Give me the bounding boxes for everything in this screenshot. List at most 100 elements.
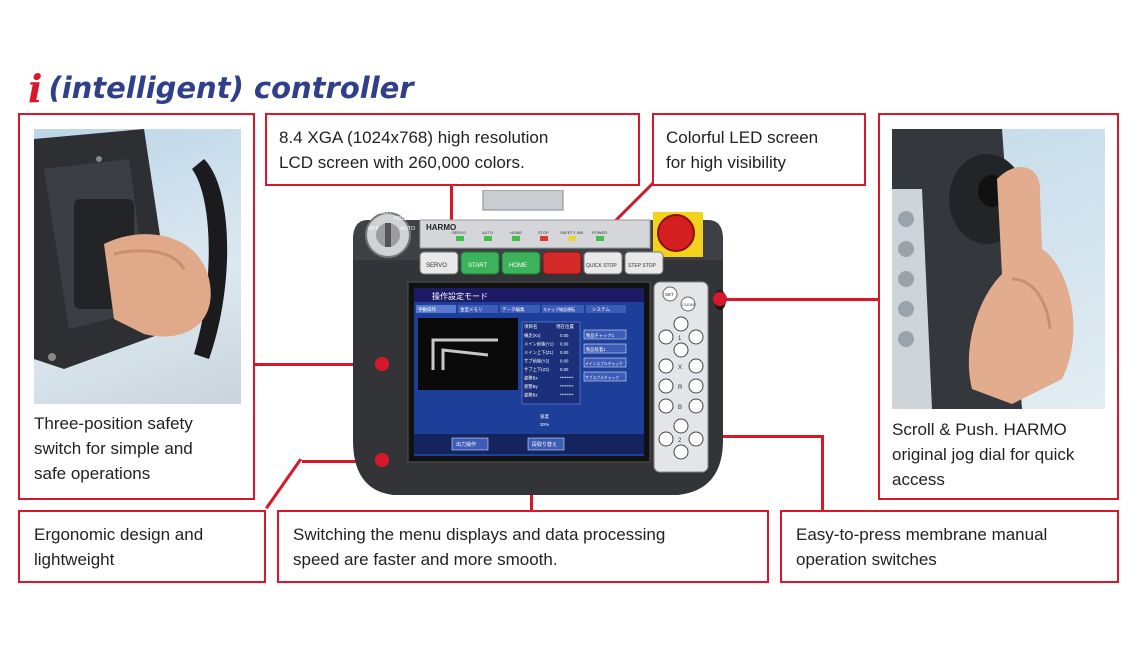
- lcd-side-button-4[interactable]: [583, 371, 627, 382]
- setup-change-button[interactable]: [527, 437, 565, 451]
- table-cell-name: 姿勢Bx: [524, 375, 538, 382]
- table-cell-value: ********: [560, 384, 574, 389]
- lcd-screen-title: 操作設定モード: [432, 291, 488, 301]
- servo-button[interactable]: [419, 251, 459, 275]
- callout-lcd-line2: LCD screen with 260,000 colors.: [279, 153, 525, 172]
- emergency-stop-button[interactable]: [657, 214, 695, 252]
- jog-dial-marker: [713, 292, 727, 306]
- callout-jog-line3: access: [892, 470, 945, 489]
- home-button-label: HOME: [509, 263, 527, 269]
- speed-value: 30%: [540, 422, 549, 427]
- table-cell-value: 0.00: [560, 367, 569, 372]
- function-buttons: SERVO START HOME QUICK STOP STEP STOP: [419, 251, 664, 275]
- lcd-side-button-4-label: サブスプルチャック: [585, 375, 619, 380]
- table-cell-value: 0.00: [560, 333, 569, 338]
- led-label-servo: SERVO: [452, 230, 466, 235]
- table-cell-name: 姿勢By: [524, 383, 538, 390]
- page-title-text: (intelligent) controller: [48, 71, 414, 105]
- step-stop-button-label: STEP STOP: [628, 263, 657, 269]
- set-button-label: SET: [665, 292, 674, 297]
- ergonomic-marker: [375, 453, 389, 467]
- lcd-side-button-1-label: 製品チャック1: [586, 332, 615, 339]
- lcd-tab-mold[interactable]: [458, 305, 498, 313]
- servo-button-label: SERVO: [426, 263, 447, 269]
- output-operation-button[interactable]: [451, 437, 489, 451]
- jog-dial-photo: [892, 129, 1105, 409]
- x-minus-button[interactable]: [658, 358, 674, 374]
- axis2-right-button[interactable]: [688, 431, 704, 447]
- lcd-tab-mold-label: 金型メモリ: [460, 306, 483, 312]
- lcd-side-button-2[interactable]: [583, 343, 627, 354]
- membrane-pad: [653, 281, 709, 473]
- lcd-tab-system-label: システム: [592, 307, 610, 313]
- key-label-robot: ROBOT: [372, 210, 392, 216]
- connector-membrane-v: [821, 435, 824, 512]
- table-cell-name: 姿勢Bz: [524, 392, 538, 399]
- stop-button[interactable]: [542, 251, 582, 275]
- r-plus-button[interactable]: [688, 378, 704, 394]
- lcd-tab-data-label: データ編集: [502, 306, 525, 313]
- lcd-tab-step[interactable]: [542, 305, 584, 313]
- table-header-name: 項目名: [524, 323, 538, 330]
- axis2-down-button[interactable]: [673, 444, 689, 460]
- lcd-side-button-1[interactable]: [583, 329, 627, 340]
- axis1-down-button[interactable]: [673, 342, 689, 358]
- clear-button[interactable]: [680, 296, 696, 312]
- callout-menu: Switching the menu displays and data pro…: [277, 510, 769, 583]
- clear-button-label: CLEAR: [682, 302, 695, 307]
- led-label-auto: AUTO: [482, 230, 493, 235]
- intelligent-logo-letter: i: [28, 65, 43, 111]
- callout-ergonomic-line1: Ergonomic design and: [34, 525, 204, 544]
- speed-label: 速度: [540, 413, 549, 420]
- table-cell-name: サブ上下(Z2): [524, 366, 550, 373]
- pad-label-2: 2: [678, 438, 682, 444]
- lcd-tab-system[interactable]: [586, 305, 626, 313]
- table-cell-name: メイン前後(Y1): [524, 341, 554, 348]
- lcd-side-button-3[interactable]: [583, 357, 627, 368]
- callout-jog-line1: Scroll & Push. HARMO: [892, 420, 1067, 439]
- led-label-home: HOME: [510, 230, 522, 235]
- set-button[interactable]: [662, 286, 678, 302]
- home-button[interactable]: [501, 251, 541, 275]
- connector-ergo-d: [265, 458, 302, 510]
- lcd-tab-manual[interactable]: [416, 305, 456, 313]
- quick-stop-button[interactable]: [583, 251, 623, 275]
- b-minus-button[interactable]: [658, 398, 674, 414]
- callout-safety: Three-position safety switch for simple …: [18, 113, 255, 500]
- axis1-left-button[interactable]: [658, 329, 674, 345]
- table-cell-value: ********: [560, 393, 574, 398]
- step-stop-button[interactable]: [624, 251, 664, 275]
- b-plus-button[interactable]: [688, 398, 704, 414]
- axis2-up-button[interactable]: [673, 418, 689, 434]
- table-cell-value: 0.00: [560, 350, 569, 355]
- lcd-tabs: 手動操作 金型メモリ データ編集 ステップ確認運転 システム: [416, 305, 626, 313]
- start-button[interactable]: [460, 251, 500, 275]
- safety-switch-marker: [375, 357, 389, 371]
- axis2-left-button[interactable]: [658, 431, 674, 447]
- r-minus-button[interactable]: [658, 378, 674, 394]
- table-header-pos: 現在位置: [556, 323, 574, 330]
- lcd-tab-data[interactable]: [500, 305, 540, 313]
- lcd-side-button-2-label: 製品吸着1: [586, 346, 606, 353]
- callout-jog: Scroll & Push. HARMO original jog dial f…: [878, 113, 1119, 500]
- key-label-auto: AUTO: [400, 226, 416, 232]
- callout-membrane-line1: Easy-to-press membrane manual: [796, 525, 1048, 544]
- led-label-safety: SAFETY SW.: [560, 230, 584, 235]
- callout-lcd: 8.4 XGA (1024x768) high resolution LCD s…: [265, 113, 640, 186]
- key-label-off: OFF: [368, 226, 380, 232]
- callout-led-line1: Colorful LED screen: [666, 128, 819, 147]
- axis1-up-button[interactable]: [673, 316, 689, 332]
- x-plus-button[interactable]: [688, 358, 704, 374]
- led-home: [512, 236, 520, 241]
- lcd-tab-manual-label: 手動操作: [418, 306, 436, 313]
- led-stop: [540, 236, 548, 241]
- axis1-right-button[interactable]: [688, 329, 704, 345]
- callout-safety-line2: switch for simple and: [34, 439, 193, 458]
- callout-jog-line2: original jog dial for quick: [892, 445, 1075, 464]
- led-safety: [568, 236, 576, 241]
- callout-menu-line2: speed are faster and more smooth.: [293, 550, 558, 569]
- callout-led: Colorful LED screen for high visibility: [652, 113, 866, 186]
- led-auto: [484, 236, 492, 241]
- page-title: i (intelligent) controller: [28, 65, 414, 111]
- pad-label-r: R: [678, 385, 683, 391]
